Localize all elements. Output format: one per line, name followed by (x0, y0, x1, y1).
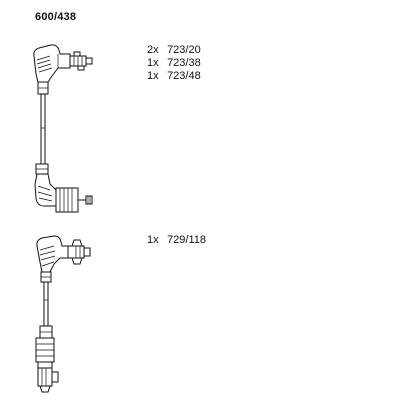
spring-terminal-icon (78, 195, 93, 205)
angled-boot-icon (33, 44, 71, 83)
parts-list-row: 1x 723/38 (147, 57, 201, 70)
part-number-title: 600/438 (35, 11, 77, 23)
parts-list-lower: 1x 729/118 (147, 234, 206, 247)
terminal-connector-icon (37, 367, 59, 393)
ignition-cable-lower (35, 235, 91, 393)
part-qty: 1x (147, 234, 159, 246)
straight-boot-icon (35, 337, 55, 369)
part-qty: 1x (147, 57, 159, 69)
terminal-connector-icon (67, 239, 91, 265)
parts-list-upper: 2x 723/20 1x 723/38 1x 723/48 (147, 44, 201, 83)
part-code: 729/118 (167, 234, 207, 246)
part-qty: 1x (147, 70, 159, 82)
parts-list-row: 2x 723/20 (147, 44, 201, 57)
angled-boot-icon (34, 173, 79, 213)
part-qty: 2x (147, 44, 159, 56)
terminal-connector-icon (69, 51, 93, 71)
part-code: 723/38 (167, 57, 201, 69)
ignition-cable-upper (33, 44, 93, 213)
parts-list-row: 1x 729/118 (147, 234, 206, 247)
parts-list-row: 1x 723/48 (147, 70, 201, 83)
angled-boot-icon (36, 235, 69, 273)
part-code: 723/48 (167, 70, 201, 82)
part-code: 723/20 (167, 44, 201, 56)
